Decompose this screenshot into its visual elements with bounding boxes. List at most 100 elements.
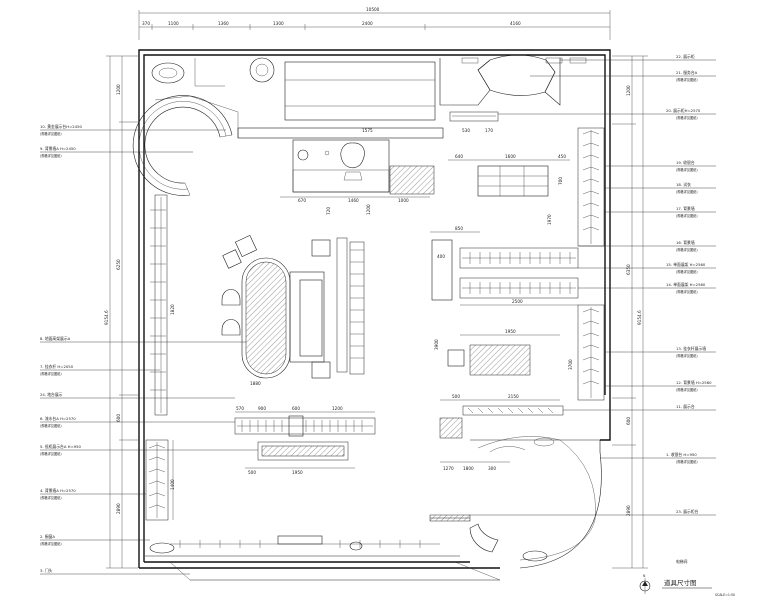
left-label-24: 24. 地台展示 (40, 392, 63, 397)
left-label-9: 9. 背景墙A H=2450 (40, 146, 76, 151)
left-label-4-sub: (规格详见图纸) (40, 495, 62, 500)
inside-dim-530: 530 (462, 128, 470, 133)
gold-display-area: 1575 (132, 57, 373, 196)
inside-dim-1200: 1200 (366, 204, 371, 215)
right-label-20-sub: (规格详见图纸) (676, 115, 698, 120)
top-segment-1: 370 (142, 21, 150, 26)
right-label-13: 13. 挂衣杆展示墙 (676, 346, 706, 351)
inside-dim-500b: 500 (248, 470, 256, 475)
storefront-window (149, 535, 440, 554)
right-label-1-sub: (规格详见图纸) (676, 459, 698, 464)
right-label-20: 20. 展示柜H=2570 (666, 108, 701, 113)
top-segment-5: 2400 (362, 21, 373, 26)
right-label-elevator: 电梯间 (676, 559, 688, 564)
inside-dim-600: 600 (292, 406, 300, 411)
left-label-7-sub: (规格详见图纸) (40, 371, 62, 376)
left-segment-3: 600 (116, 414, 121, 422)
inside-dim-3700: 3700 (568, 359, 573, 370)
left-label-2-sub: (规格详见图纸) (40, 541, 62, 546)
drawing-scale: SCALE=1:50 (715, 593, 735, 597)
inside-dim-1460: 1460 (348, 198, 359, 203)
right-label-21-sub: (规格详见图纸) (676, 77, 698, 82)
inside-dim-1575: 1575 (362, 128, 373, 133)
fitting-area: 640 1600 450 700 1970 (448, 127, 605, 247)
left-label-9-sub: (规格详见图纸) (40, 153, 62, 158)
right-label-17-sub: (规格详见图纸) (676, 213, 698, 218)
right-segment-2: 6350 (626, 264, 631, 275)
inside-dim-700: 700 (558, 177, 563, 185)
inside-dim-1950: 1950 (505, 329, 516, 334)
right-label-19: 19. 收银台 (676, 160, 695, 165)
right-label-14-sub: (规格详见图纸) (676, 289, 698, 294)
inside-dim-300: 300 (488, 466, 496, 471)
inside-dim-170: 170 (485, 128, 493, 133)
right-label-18: 18. 试衣 (676, 182, 691, 187)
top-counter-area: 670 1460 1000 (237, 61, 444, 203)
inside-dim-1970: 1970 (547, 214, 552, 225)
inside-dim-400: 400 (437, 254, 445, 259)
right-label-13-sub: (规格详见图纸) (676, 353, 698, 358)
right-label-15-sub: (规格详见图纸) (676, 269, 698, 274)
right-label-16-sub: (规格详见图纸) (676, 247, 698, 252)
top-segment-2: 1100 (168, 21, 179, 26)
right-label-18-sub: (规格详见图纸) (676, 189, 698, 194)
left-wall-displays: 1820 1400 (145, 194, 175, 521)
inside-dim-1400: 1400 (170, 479, 175, 490)
left-label-3: 3. 门头 (40, 568, 53, 573)
left-label-7: 7. 挂衣杆 H=2050 (40, 364, 74, 369)
inside-dim-1960: 1950 (292, 470, 303, 475)
inside-dim-1820: 1820 (170, 304, 175, 315)
left-segment-4: 2890 (116, 503, 121, 514)
right-total-dimension: 9154.6 (637, 310, 642, 325)
right-label-22: 22. 展示柜 (676, 54, 695, 59)
right-label-15: 15. 单面展架 H=2560 (666, 262, 706, 267)
top-segment-6: 4160 (510, 21, 521, 26)
right-label-1: 1. 收银台 H=950 (666, 452, 697, 457)
right-callouts: 22. 展示柜 21. 服务台A (规格详见图纸) 20. 展示柜H=2570 … (470, 54, 716, 564)
right-label-12: 12. 背景墙 H=2560 (676, 380, 712, 385)
left-total-dimension: 9154.6 (104, 310, 109, 325)
inside-dim-2150: 2150 (508, 394, 519, 399)
right-label-14: 14. 单面展架 H=2560 (666, 282, 706, 287)
inside-dim-670: 670 (298, 198, 306, 203)
right-segment-4: 2890 (626, 505, 631, 516)
inside-dim-2500: 2500 (512, 299, 523, 304)
left-label-4: 4. 背景墙A H=2570 (40, 488, 76, 493)
inside-dim-450: 450 (558, 154, 566, 159)
inside-dim-850: 850 (455, 226, 463, 231)
right-segment-3: 600 (626, 417, 631, 425)
overall-width-dimension: 10500 (366, 7, 380, 12)
left-label-6-sub: (规格详见图纸) (40, 423, 62, 428)
double-shelf-area: 850 400 2500 3700 (430, 226, 605, 401)
long-display-table: 570 900 600 1200 500 1950 (234, 406, 376, 475)
left-label-2: 2. 橱窗A (40, 534, 55, 539)
left-label-6: 6. 流水台A H=2570 (40, 416, 76, 421)
top-segment-4: 1300 (273, 21, 284, 26)
left-label-8: 8. 地面高架展示A (40, 336, 71, 341)
outer-walls (138, 49, 611, 581)
inside-dim-900: 900 (258, 406, 266, 411)
right-label-12-sub: (规格详见图纸) (676, 387, 698, 392)
inside-dim-1200b: 1200 (332, 406, 343, 411)
left-label-10-sub: (规格详见图纸) (40, 131, 62, 136)
inside-dim-500: 500 (452, 394, 460, 399)
title-block: N 道具尺寸图 SCALE=1:50 (639, 574, 735, 597)
inside-dim-1600: 1600 (505, 154, 516, 159)
right-label-11: 11. 展示台 (676, 404, 695, 409)
inside-dim-1880: 1880 (250, 381, 261, 386)
inside-dim-1270: 1270 (443, 466, 454, 471)
left-label-5: 5. 低柜展示台A H=950 (40, 444, 81, 449)
left-dimension-chain: 9154.6 1200 6250 600 2890 (104, 55, 138, 569)
left-callouts: 10. 黄金展示台H=2450 (规格详见图纸) 9. 背景墙A H=2450 … (40, 124, 258, 575)
right-segment-1: 1200 (626, 85, 631, 96)
north-mark: N (643, 574, 646, 578)
inside-dim-720: 720 (326, 207, 331, 215)
inside-dim-570: 570 (236, 406, 244, 411)
right-label-17: 17. 背景墙 (676, 206, 695, 211)
top-segment-3: 1360 (218, 21, 229, 26)
left-segment-1: 1200 (116, 84, 121, 95)
service-desk-area: 530 170 (439, 54, 587, 133)
right-label-16: 16. 背景墙 (676, 240, 695, 245)
top-dimension-chain: 10500 370 1100 1360 1300 2400 4160 (138, 7, 611, 40)
